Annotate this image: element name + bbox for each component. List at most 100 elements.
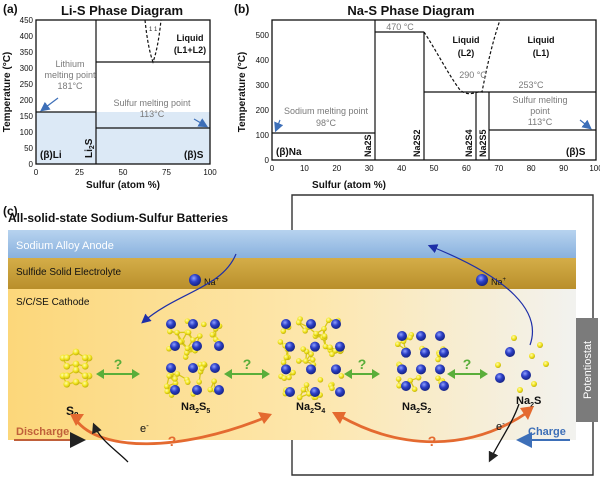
b-xtick-label: 10 bbox=[300, 164, 309, 173]
sodium-atom bbox=[521, 370, 531, 380]
a-ytick-label: 250 bbox=[20, 80, 34, 89]
sulfur-atom bbox=[396, 382, 402, 389]
a-ytick-label: 200 bbox=[20, 96, 34, 105]
b-xtick-label: 70 bbox=[494, 164, 503, 173]
orange-arrow-discharge-head bbox=[258, 412, 272, 424]
sulfur-atom bbox=[281, 375, 288, 381]
sulfur-atom bbox=[529, 353, 535, 359]
sodium-atom bbox=[335, 341, 345, 352]
sodium-atom bbox=[170, 385, 180, 395]
question-3: ? bbox=[358, 356, 367, 372]
liquid-b-label: Liquid bbox=[453, 35, 480, 45]
panel-c: (c) All-solid-state Sodium-Sulfur Batter… bbox=[3, 194, 598, 476]
sodium-atom bbox=[188, 319, 198, 329]
sulfur-atom bbox=[174, 371, 181, 377]
cathode-label: S/C/SE Cathode bbox=[16, 297, 90, 308]
na2s-label: Na2S bbox=[516, 395, 541, 409]
sulfur-atom bbox=[302, 358, 309, 364]
s-mp-b-line3: 113°C bbox=[528, 117, 553, 127]
orange-arrow-discharge-tail bbox=[70, 414, 84, 426]
a-ytick-label: 350 bbox=[20, 48, 34, 57]
sulfur-atom bbox=[302, 328, 308, 334]
curve-label: 1 1 bbox=[149, 27, 158, 33]
a-ytick-label: 0 bbox=[29, 160, 34, 169]
orange-arrow-charge-tail bbox=[520, 406, 534, 420]
sulfur-atom bbox=[300, 346, 307, 352]
sulfur-atom bbox=[63, 354, 71, 362]
sodium-atom bbox=[310, 387, 320, 397]
sulfur-atom bbox=[300, 386, 307, 393]
sulfur-atom bbox=[286, 374, 292, 381]
sodium-atom bbox=[306, 364, 316, 375]
sodium-atom bbox=[210, 363, 220, 373]
sulfur-atom bbox=[209, 331, 216, 338]
sulfur-atom bbox=[321, 333, 328, 339]
b-xtick-label: 80 bbox=[527, 164, 536, 173]
sodium-atom bbox=[166, 363, 176, 373]
b-ytick-label: 300 bbox=[256, 81, 270, 90]
panel-a-label: (a) bbox=[3, 2, 18, 16]
question-2: ? bbox=[243, 356, 252, 372]
potentiostat-label: Potentiostat bbox=[582, 341, 594, 399]
potentiostat-box bbox=[576, 318, 598, 422]
sulfur-atom bbox=[172, 376, 178, 382]
phase-na-label: (β)Na bbox=[276, 147, 302, 158]
sodium-atom bbox=[192, 385, 202, 395]
sulfur-atom bbox=[295, 319, 302, 326]
sodium-atom bbox=[188, 363, 198, 373]
panel-a: (a) Li-S Phase Diagram 1 1 Temperature (… bbox=[2, 2, 217, 191]
a-xtick-label: 0 bbox=[34, 168, 39, 177]
sulfur-atom bbox=[164, 388, 171, 395]
sodium-atom bbox=[281, 364, 291, 375]
sulfur-atom bbox=[63, 380, 71, 388]
sulfur-atom bbox=[296, 394, 303, 401]
liquid-label: Liquid bbox=[177, 33, 204, 43]
sulfur-atom bbox=[196, 379, 202, 385]
sulfur-atom bbox=[329, 385, 335, 392]
panel-a-xlabel: Sulfur (atom %) bbox=[86, 180, 160, 191]
b-xtick-label: 100 bbox=[589, 164, 600, 173]
a-xtick-label: 50 bbox=[119, 168, 128, 177]
green-arrow-2 bbox=[224, 369, 270, 379]
b-plot-frame bbox=[271, 19, 597, 161]
sulfur-atom bbox=[495, 362, 501, 368]
sulfur-atom bbox=[174, 329, 180, 336]
sodium-atom bbox=[335, 387, 345, 397]
sulfur-atom bbox=[327, 344, 333, 351]
sulfur-atom bbox=[283, 354, 290, 361]
green-arrow-4 bbox=[447, 369, 488, 379]
s-mp-arrow bbox=[193, 118, 209, 128]
panel-c-title: All-solid-state Sodium-Sulfur Batteries bbox=[8, 211, 228, 225]
cathode-layer bbox=[8, 289, 576, 440]
sulfur-atom bbox=[81, 372, 89, 380]
sulfur-atom bbox=[280, 328, 287, 334]
na-ion-arrow-to-cathode bbox=[141, 253, 237, 324]
l2-label: (L2) bbox=[458, 48, 475, 58]
sulfur-atom bbox=[207, 386, 214, 393]
sodium-atom bbox=[505, 347, 515, 357]
electron-right-label: e- bbox=[496, 419, 505, 433]
b-xtick-label: 40 bbox=[397, 164, 406, 173]
panel-b-ylabel: Temperature (°C) bbox=[237, 52, 248, 133]
solid-region-shade bbox=[36, 112, 210, 164]
sulfur-atom bbox=[198, 365, 205, 372]
sulfur-atom bbox=[407, 334, 413, 341]
a-xtick-label: 25 bbox=[75, 168, 84, 177]
s-mp-line1: Sulfur melting point bbox=[113, 98, 191, 108]
b-xtick-label: 60 bbox=[462, 164, 471, 173]
sodium-atom bbox=[416, 364, 426, 375]
sulfur-atom bbox=[309, 356, 316, 363]
panel-a-ylabel: Temperature (°C) bbox=[2, 52, 13, 133]
sulfur-atom bbox=[277, 339, 284, 345]
na2s4-b-label: Na2S4 bbox=[464, 129, 474, 157]
sulfur-atom bbox=[197, 333, 203, 339]
liquidus-dashed-curve bbox=[423, 19, 501, 95]
b-xtick-label: 0 bbox=[270, 164, 275, 173]
question-4: ? bbox=[463, 356, 472, 372]
a-xtick-label: 75 bbox=[162, 168, 171, 177]
sulfur-atom bbox=[531, 381, 537, 387]
sulfur-atom bbox=[313, 330, 319, 337]
